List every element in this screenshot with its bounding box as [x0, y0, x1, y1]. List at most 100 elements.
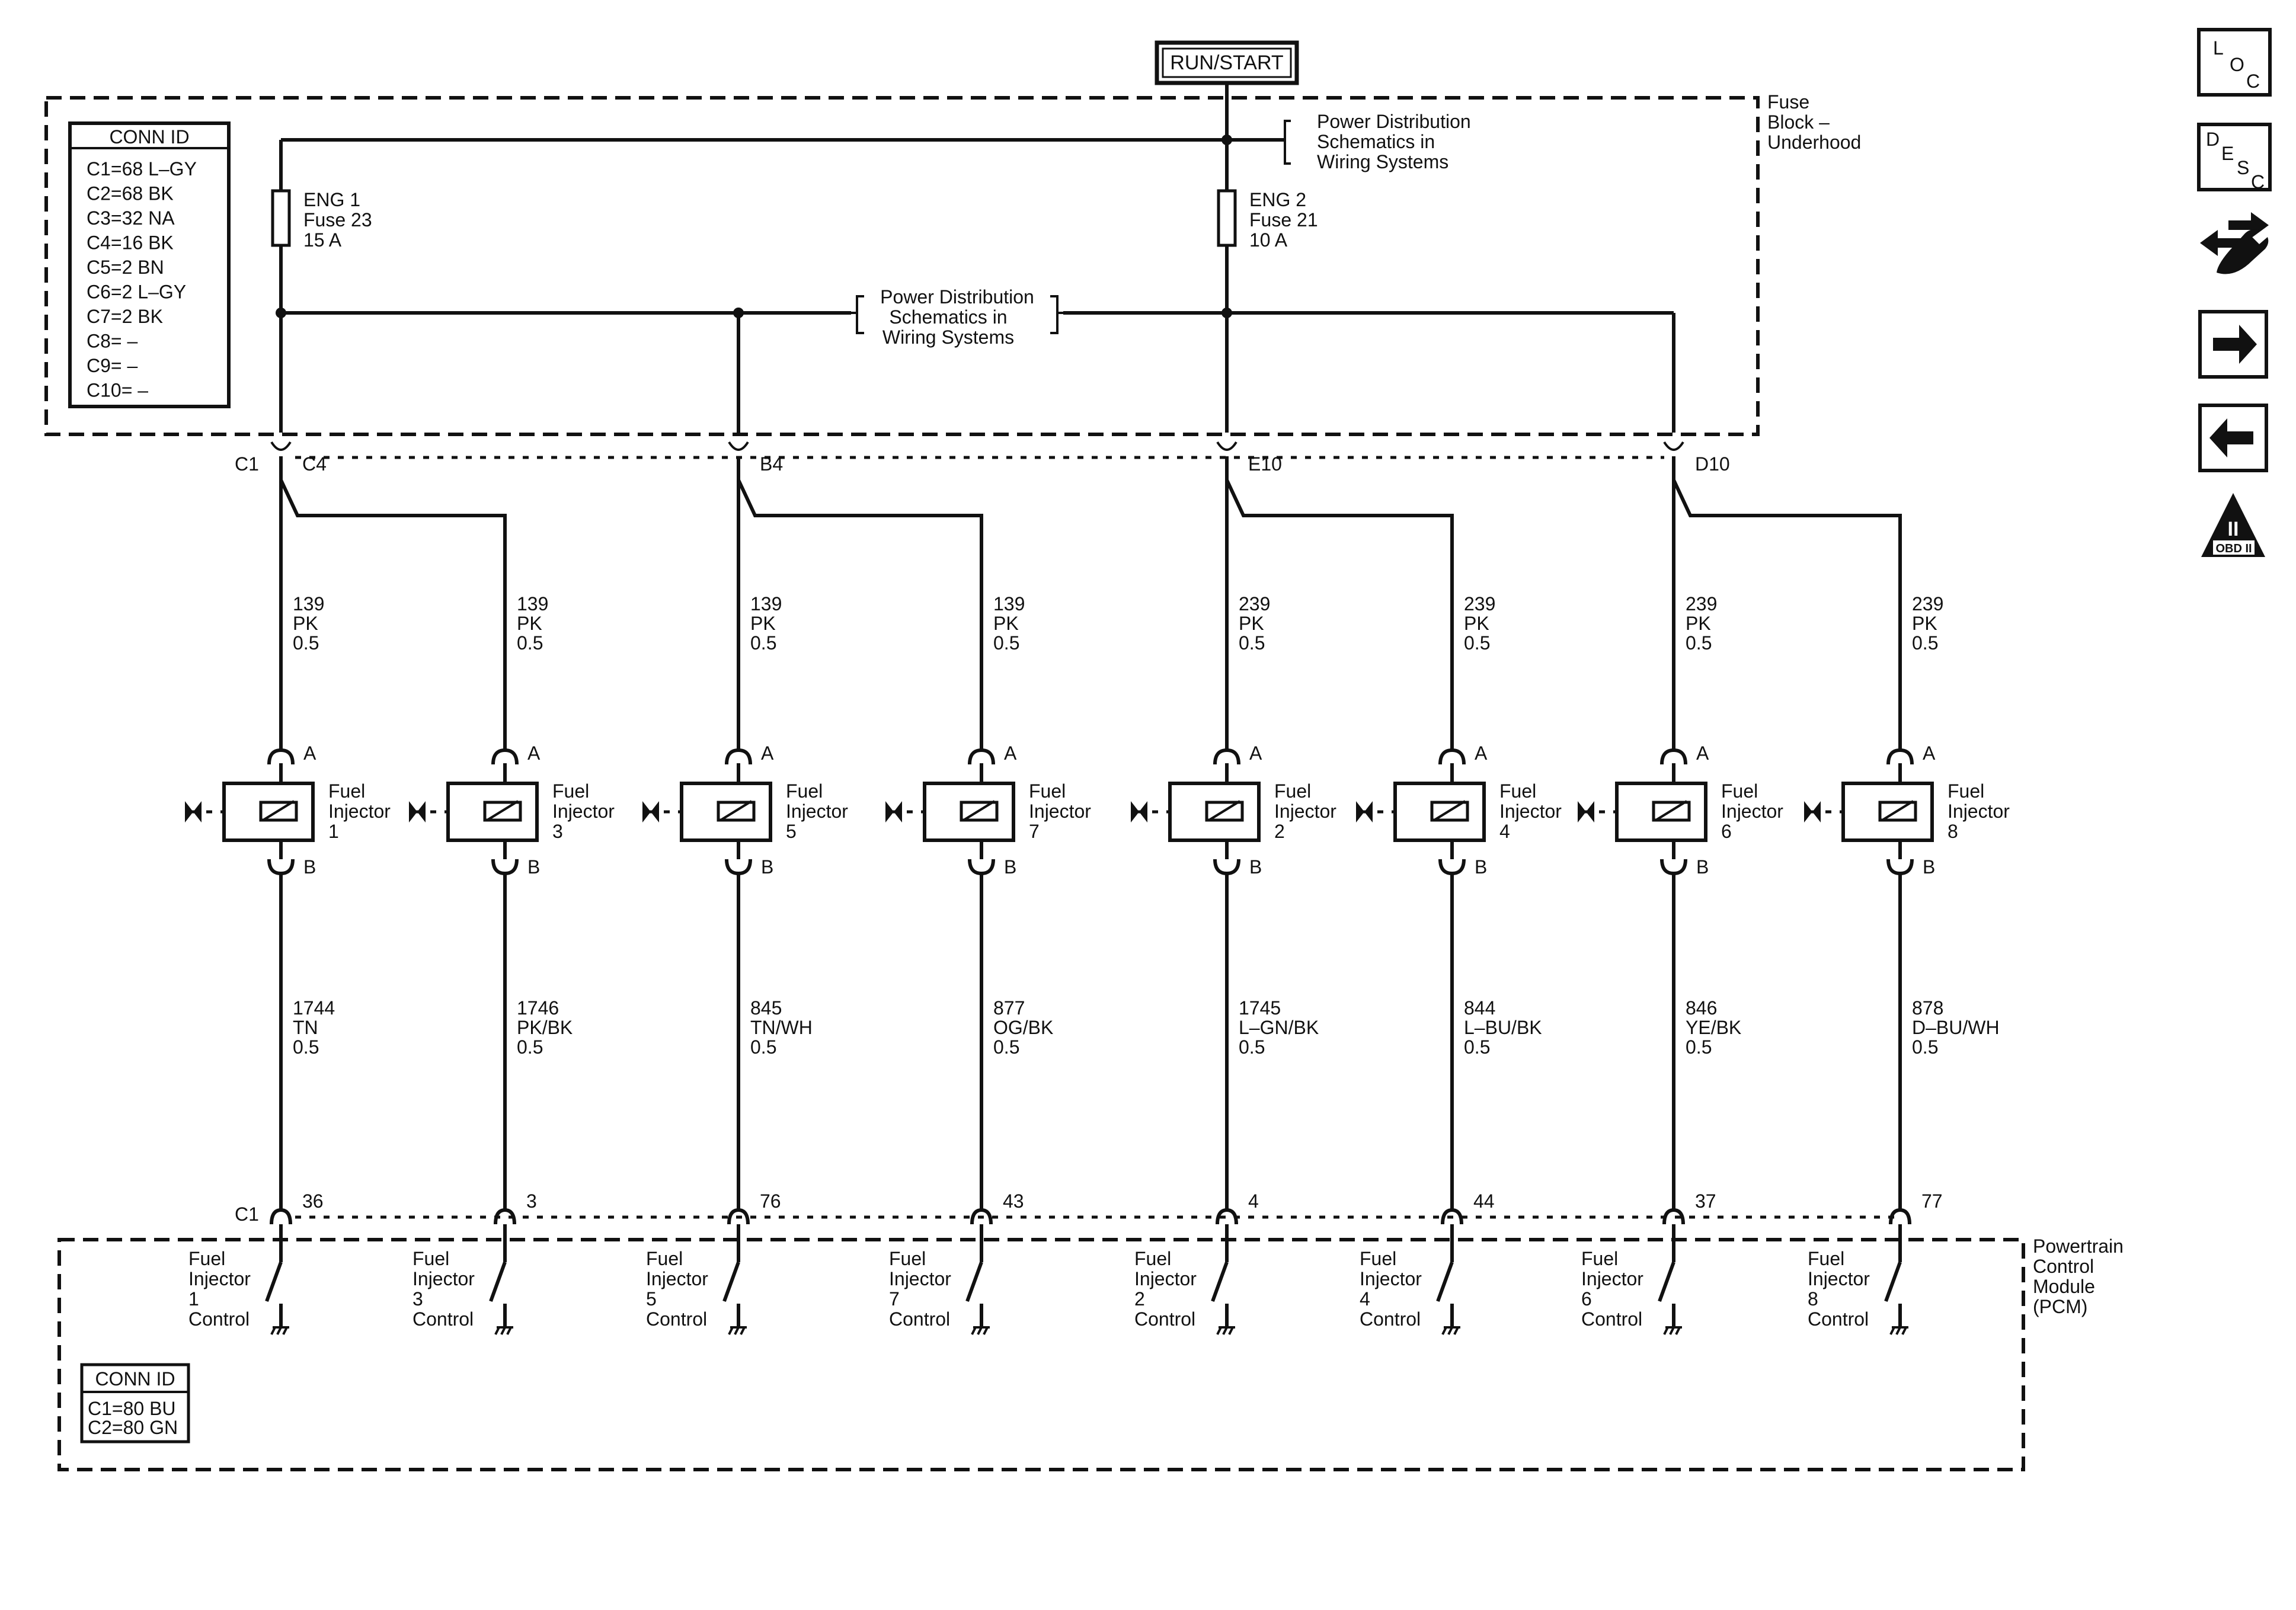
upper-wire-label: 0.5	[293, 632, 319, 654]
ground-icon	[1663, 1326, 1682, 1335]
fuse2-label-3: 10 A	[1249, 229, 1288, 251]
injector-name: Fuel	[1274, 780, 1311, 802]
fuse-conn-id-row: C8= –	[87, 331, 137, 352]
fuse-pin-label: B4	[760, 453, 783, 475]
pcm-control-label: Control	[188, 1308, 250, 1330]
injector-name: Injector	[786, 801, 848, 822]
injector-name: Fuel	[1721, 780, 1758, 802]
upper-wire-label: 0.5	[993, 632, 1019, 654]
obd-ii-icon[interactable]: II OBD II	[2201, 493, 2265, 557]
pcm-conn-id-row-2: C2=80 GN	[88, 1417, 178, 1438]
loc-icon[interactable]: L O C	[2197, 28, 2272, 97]
pcm-connector-c1: C1	[235, 1204, 259, 1225]
lower-wire-label: PK/BK	[517, 1017, 573, 1038]
fuse-conn-id-row: C10= –	[87, 380, 148, 401]
fuse-conn-id-row: C5=2 BN	[87, 257, 164, 278]
lower-wire-label: TN	[293, 1017, 318, 1038]
upper-wire-label: PK	[1912, 613, 1937, 634]
lower-wire-label: 0.5	[517, 1036, 543, 1058]
injector-name: Fuel	[786, 780, 823, 802]
lower-wire-label: 0.5	[993, 1036, 1019, 1058]
lower-wire-label: 0.5	[750, 1036, 776, 1058]
power-dist-top-1: Power Distribution	[1317, 111, 1471, 132]
svg-text:L: L	[2213, 37, 2224, 59]
side-icon-panel: L O C D E S C II OBD II	[2197, 28, 2272, 557]
injector-name: Fuel	[1499, 780, 1536, 802]
power-dist-mid-1: Power Distribution	[880, 286, 1034, 308]
pcm-control-label: Injector	[1134, 1268, 1197, 1289]
power-dist-mid-3: Wiring Systems	[882, 327, 1014, 348]
injector-name: Fuel	[552, 780, 589, 802]
ground-icon	[494, 1326, 513, 1335]
fuse-pin-label: E10	[1248, 453, 1282, 475]
arrow-left-icon[interactable]	[2198, 404, 2268, 472]
desc-icon[interactable]: D E S C	[2197, 123, 2272, 193]
upper-wire-label: PK	[517, 613, 542, 634]
lower-wire-label: YE/BK	[1686, 1017, 1741, 1038]
injector-name: 1	[328, 821, 339, 842]
upper-wire-label: 0.5	[517, 632, 543, 654]
fuse-conn-id-row: C3=32 NA	[87, 207, 175, 229]
pcm-control-label: Control	[412, 1308, 474, 1330]
pin-b-label: B	[1923, 856, 1935, 878]
fuse-conn-id-row: C7=2 BK	[87, 306, 163, 327]
injector-name: Fuel	[328, 780, 365, 802]
pcm-pin-label: 76	[760, 1190, 781, 1212]
pin-a-label: A	[1004, 742, 1017, 764]
pin-a-label: A	[303, 742, 316, 764]
lower-wire-label: L–BU/BK	[1464, 1017, 1542, 1038]
lower-wire-label: 845	[750, 997, 782, 1019]
upper-wire-label: 0.5	[1686, 632, 1712, 654]
pin-a-label: A	[527, 742, 541, 764]
fuse-block-label-2: Block –	[1767, 111, 1830, 133]
pcm-control-label: Injector	[1360, 1268, 1422, 1289]
svg-text:O: O	[2230, 54, 2244, 75]
lower-wire-label: 0.5	[1686, 1036, 1712, 1058]
lower-wire-label: L–GN/BK	[1239, 1017, 1319, 1038]
pcm-driver-switch	[1658, 1261, 1675, 1302]
upper-wire-label: 239	[1239, 593, 1270, 614]
fuse-connector-terminal	[1216, 441, 1237, 451]
pcm-conn-id-title: CONN ID	[95, 1368, 175, 1390]
pcm-driver-switch	[265, 1261, 283, 1302]
fuse-eng2	[1217, 189, 1237, 247]
pcm-conn-id-row-1: C1=80 BU	[88, 1398, 176, 1419]
upper-wire-label: 139	[517, 593, 548, 614]
injector-name: Fuel	[1029, 780, 1066, 802]
fuse-connector-terminal	[728, 441, 749, 451]
arrow-right-icon[interactable]	[2198, 310, 2268, 379]
upper-wire-label: 0.5	[750, 632, 776, 654]
svg-text:OBD II: OBD II	[2215, 542, 2252, 555]
pcm-control-label: Fuel	[188, 1248, 225, 1269]
pcm-driver-switch	[489, 1261, 507, 1302]
pcm-driver-switch	[722, 1261, 740, 1302]
pin-a-label: A	[761, 742, 774, 764]
injector-name: Fuel	[1948, 780, 1984, 802]
pcm-pin-terminal	[727, 1208, 750, 1225]
lower-wire-label: 844	[1464, 997, 1495, 1019]
pcm-control-label: Control	[1808, 1308, 1869, 1330]
fuse-conn-id-row: C9= –	[87, 355, 137, 376]
pcm-control-label: Fuel	[889, 1248, 926, 1269]
power-dist-mid-2: Schematics in	[889, 306, 1007, 328]
fuse-pin-label: C4	[302, 453, 327, 475]
pin-a-label: A	[1249, 742, 1262, 764]
injector-name: Injector	[552, 801, 615, 822]
fuse2-label-2: Fuse 21	[1249, 209, 1318, 231]
lower-wire-label: 1745	[1239, 997, 1281, 1019]
pcm-control-label: Fuel	[646, 1248, 683, 1269]
upper-wire-label: 139	[293, 593, 324, 614]
injector-name: 2	[1274, 821, 1285, 842]
pcm-driver-switch	[1884, 1261, 1902, 1302]
lower-wire-label: 1746	[517, 997, 559, 1019]
wrench-arrows-icon[interactable]	[2200, 212, 2269, 274]
pcm-label-2: Control	[2033, 1256, 2094, 1277]
pcm-pin-terminal	[494, 1208, 516, 1225]
